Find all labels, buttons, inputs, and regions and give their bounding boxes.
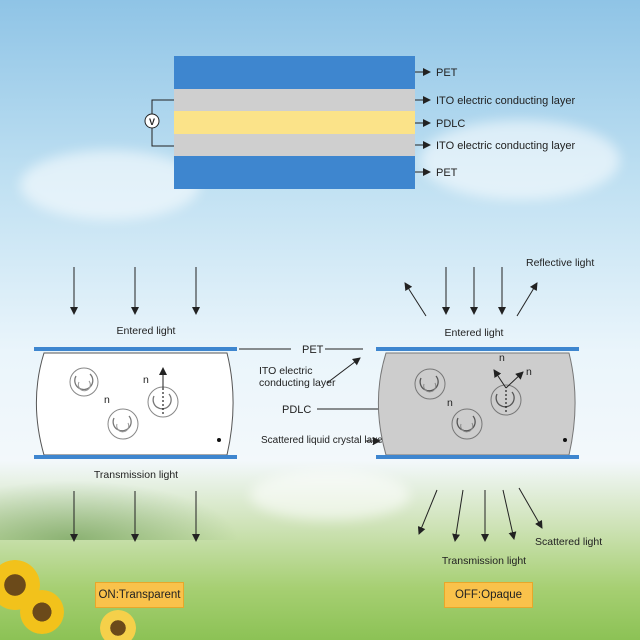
on-transparent-badge: ON:Transparent	[95, 582, 184, 608]
stack-label-ito-top: ITO electric conducting layer	[436, 95, 576, 107]
center-ito-label-line1: ITO electric	[259, 365, 312, 377]
background-cloud	[420, 120, 620, 200]
transmission-light-arrow	[452, 489, 464, 542]
reflective-light-arrow	[516, 282, 538, 317]
stack-layer-ito-top	[174, 89, 415, 111]
center-labels: PET ITO electric conducting layer PDLC S…	[239, 344, 397, 446]
particle-dot	[563, 438, 567, 442]
scattered-light-arrow	[518, 487, 543, 529]
stack-layer-pet-bottom	[174, 156, 415, 189]
reflective-light-label: Reflective light	[526, 257, 594, 269]
stack-layer-pet-top	[174, 56, 415, 89]
scattered-light-arrow	[502, 489, 517, 540]
layer-stack: PET ITO electric conducting layer PDLC I…	[144, 56, 576, 189]
n-label: n	[104, 394, 110, 406]
voltage-symbol: V	[149, 117, 155, 127]
left-panel: Entered light n n	[34, 267, 237, 542]
left-pet-top	[34, 347, 237, 351]
lc-droplet	[107, 408, 139, 440]
stack-label-pdlc: PDLC	[436, 118, 465, 130]
lc-droplet	[147, 367, 179, 418]
lc-droplet	[414, 368, 446, 400]
background-cloud	[20, 150, 200, 220]
lc-droplet	[490, 369, 524, 416]
left-pdlc-cell	[36, 352, 234, 456]
right-pdlc-cell	[378, 352, 576, 456]
right-panel: Reflective light Entered light	[376, 257, 602, 567]
left-entered-light-label: Entered light	[117, 325, 176, 337]
lc-droplet	[451, 408, 483, 440]
leader-arrow	[326, 357, 361, 384]
left-transmission-light-label: Transmission light	[94, 469, 178, 481]
stack-label-pet-top: PET	[436, 67, 458, 79]
stack-label-pet-bottom: PET	[436, 167, 458, 179]
scattered-light-label: Scattered light	[535, 536, 602, 548]
right-pet-bottom	[376, 455, 579, 459]
stack-layer-ito-bottom	[174, 134, 415, 156]
voltage-source-icon	[144, 113, 160, 129]
stack-label-ito-bottom: ITO electric conducting layer	[436, 140, 576, 152]
center-pet-label: PET	[302, 344, 324, 356]
sunflower-decoration	[20, 590, 64, 634]
n-label: n	[526, 366, 532, 378]
lc-droplet	[69, 367, 99, 397]
stack-layer-pdlc	[174, 111, 415, 134]
sunflower-decoration	[100, 610, 136, 640]
left-pet-bottom	[34, 455, 237, 459]
particle-dot	[217, 438, 221, 442]
reflective-light-arrow	[404, 282, 427, 317]
background-cloud	[250, 470, 410, 520]
right-entered-light-label: Entered light	[445, 327, 504, 339]
background-trees	[0, 480, 240, 540]
n-label: n	[447, 397, 453, 409]
right-pet-top	[376, 347, 579, 351]
scattered-light-arrow	[417, 489, 438, 535]
n-label: n	[143, 374, 149, 386]
off-opaque-badge: OFF:Opaque	[444, 582, 533, 608]
right-transmission-light-label: Transmission light	[442, 555, 526, 567]
center-scattered-layer-label: Scattered liquid crystal layer	[261, 435, 387, 446]
center-pdlc-label: PDLC	[282, 404, 311, 416]
n-label: n	[499, 352, 505, 364]
center-ito-label-line2: conducting layer	[259, 377, 336, 389]
